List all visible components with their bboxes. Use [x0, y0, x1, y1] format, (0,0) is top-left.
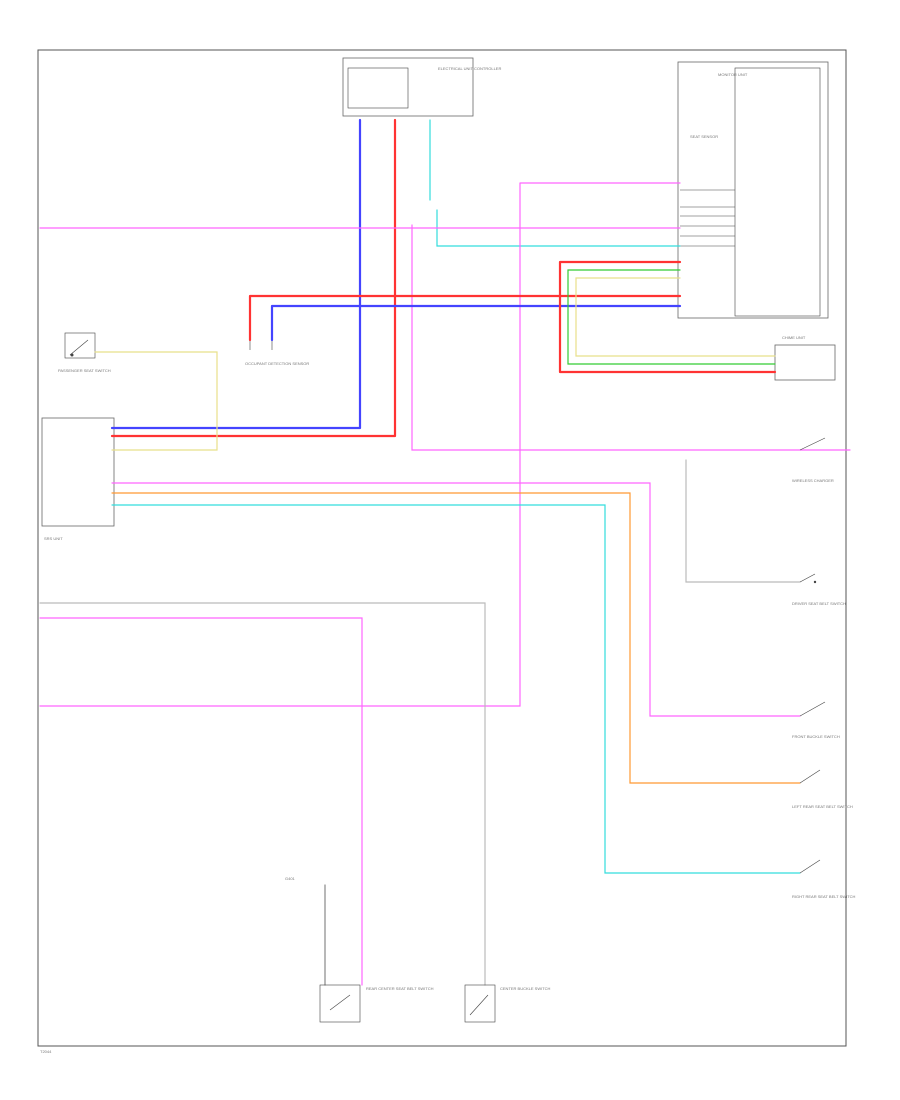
red-wire-occupant	[248, 294, 682, 342]
right-rear-belt-switch-label: RIGHT REAR SEAT BELT SWITCH	[792, 894, 856, 899]
monitor-unit-box	[677, 61, 829, 319]
top-unit-label: ELECTRICAL UNIT CONTROLLER	[438, 66, 501, 71]
center-buckle-switch-label: CENTER BUCKLE SWITCH	[500, 986, 551, 991]
chime-unit-label: CHIME UNIT	[782, 335, 806, 340]
seat-sensor-label: SEAT SENSOR	[690, 134, 718, 139]
driver-belt-switch-label: DRIVER SEAT BELT SWITCH	[792, 601, 846, 606]
center-buckle-switch	[464, 984, 496, 1023]
yellow-wire-chime	[575, 277, 776, 357]
front-buckle-switch-label: FRONT BUCKLE SWITCH	[792, 734, 840, 739]
occupant-sensor	[249, 340, 273, 350]
orange-wire-left-rear	[111, 492, 801, 784]
green-wire-chime	[567, 269, 776, 365]
pink-wire-tall	[39, 182, 681, 707]
top-unit-inner	[347, 67, 409, 109]
front-buckle-switch	[799, 701, 826, 717]
srs-unit-box	[41, 417, 115, 527]
footer-code: T2044	[40, 1049, 52, 1054]
driver-belt-switch	[799, 573, 817, 584]
rear-center-switch	[319, 984, 361, 1023]
blue-wire-srs	[110, 118, 362, 430]
yellow-wire-passenger	[94, 351, 218, 451]
gray-wire-driver	[685, 459, 801, 583]
occupant-sensor-label: OCCUPANT DETECTION SENSOR	[245, 361, 309, 366]
monitor-unit-label: MONITOR UNIT	[718, 72, 748, 77]
rear-center-switch-label: REAR CENTER SEAT BELT SWITCH	[366, 986, 434, 991]
pink-wire-front-buckle	[111, 482, 801, 717]
monitor-unit-inner	[734, 67, 821, 317]
diagram-frame	[37, 49, 847, 1047]
gray-wire-bottom	[39, 602, 486, 986]
right-rear-belt-switch	[799, 859, 821, 874]
srs-unit-label: SRS UNIT	[44, 536, 63, 541]
cyan-wire-top	[429, 119, 681, 247]
pink-wire-bottom	[39, 617, 363, 986]
chime-unit-box	[774, 344, 836, 381]
cyan-wire-right-rear	[111, 504, 801, 874]
left-rear-belt-switch	[799, 769, 821, 784]
monitor-connector-pins	[680, 189, 735, 247]
wireless-charger-label: WIRELESS CHARGER	[792, 478, 834, 483]
red-wire-chime	[558, 260, 777, 374]
top-unit-box	[342, 57, 474, 117]
red-wire-srs	[110, 118, 397, 438]
ground-label: G401	[285, 876, 296, 881]
pink-wire-branch	[411, 224, 851, 451]
wireless-charger-switch	[799, 437, 826, 451]
blue-wire-occupant	[270, 304, 682, 342]
passenger-switch-label: PASSENGER SEAT SWITCH	[58, 368, 111, 373]
passenger-seat-switch	[64, 332, 96, 359]
left-rear-belt-switch-label: LEFT REAR SEAT BELT SWITCH	[792, 804, 853, 809]
